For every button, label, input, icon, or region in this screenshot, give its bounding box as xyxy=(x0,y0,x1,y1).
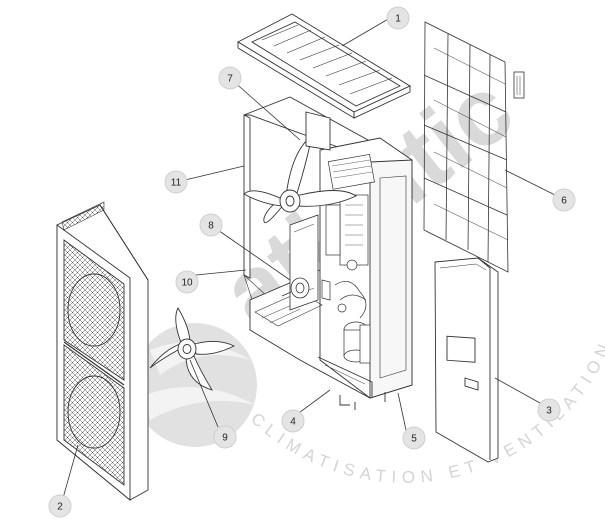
callout-3-label: 3 xyxy=(546,406,552,417)
top-cover-part xyxy=(237,13,411,119)
callout-1-label: 1 xyxy=(395,14,401,25)
callout-9: 9 xyxy=(213,425,237,449)
side-panel-part xyxy=(434,257,499,463)
callout-1: 1 xyxy=(386,6,410,30)
leader-lines xyxy=(62,17,556,499)
callout-11-label: 11 xyxy=(171,178,182,189)
callout-8-label: 8 xyxy=(208,221,214,232)
callout-10: 10 xyxy=(175,270,199,294)
watermark-globe-shape xyxy=(133,323,257,447)
fan-motor-part xyxy=(281,214,319,311)
callout-2-label: 2 xyxy=(57,502,63,513)
callout-7: 7 xyxy=(218,66,242,90)
callout-3: 3 xyxy=(537,398,561,422)
front-grille-part xyxy=(56,201,149,501)
lower-fan-propeller-part xyxy=(149,307,236,391)
callout-4: 4 xyxy=(281,409,305,433)
callout-5-label: 5 xyxy=(411,434,417,445)
callout-5: 5 xyxy=(402,426,426,450)
callout-9-label: 9 xyxy=(222,433,228,444)
callout-8: 8 xyxy=(199,213,223,237)
callout-10-label: 10 xyxy=(181,278,193,289)
internal-components xyxy=(321,153,375,364)
callout-2: 2 xyxy=(48,494,72,518)
callout-11: 11 xyxy=(164,170,188,194)
rear-grille-part xyxy=(423,21,525,273)
callout-4-label: 4 xyxy=(290,417,296,428)
callout-7-label: 7 xyxy=(227,74,233,85)
upper-fan-propeller-part xyxy=(243,111,357,224)
callout-6: 6 xyxy=(552,188,576,212)
callout-6-label: 6 xyxy=(561,196,567,207)
